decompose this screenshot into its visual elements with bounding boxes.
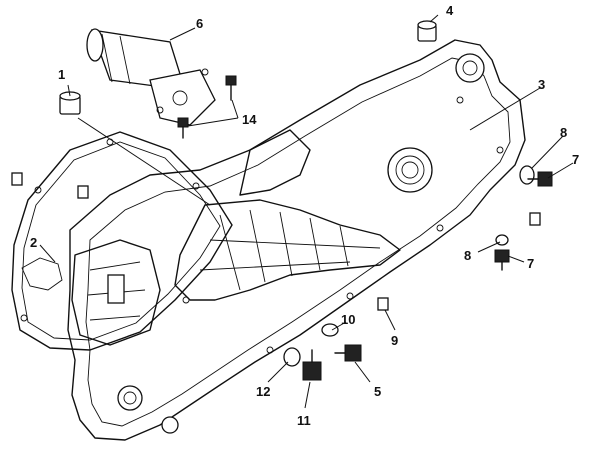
leader-lines: [39, 14, 574, 409]
bolts-part-14: [177, 75, 237, 139]
callout-4: 4: [446, 3, 454, 18]
starter-motor-part-6: [86, 28, 216, 126]
callout-8-lower: 8: [464, 248, 471, 263]
crankcase-part-3: [67, 39, 526, 441]
washer-bolt-5: [321, 323, 362, 362]
callout-3: 3: [538, 77, 545, 92]
callout-2: 2: [30, 235, 37, 250]
callout-9: 9: [391, 333, 398, 348]
callout-7-upper: 7: [572, 152, 579, 167]
washer-bolt-11: [283, 347, 322, 381]
callout-11: 11: [297, 413, 311, 428]
callout-12: 12: [256, 384, 270, 399]
washer-bolt-lower: [494, 234, 510, 271]
callout-8-upper: 8: [560, 125, 567, 140]
washer-bolt-upper: [519, 165, 553, 187]
callout-14: 14: [242, 112, 257, 127]
callout-7-lower: 7: [527, 256, 534, 271]
callout-5: 5: [374, 384, 381, 399]
callout-10: 10: [341, 312, 355, 327]
bushing-part-4: [417, 20, 437, 42]
dowel-pins: [11, 172, 541, 311]
callout-6: 6: [196, 16, 203, 31]
bushing-part-1: [59, 91, 81, 115]
callout-1: 1: [58, 67, 65, 82]
